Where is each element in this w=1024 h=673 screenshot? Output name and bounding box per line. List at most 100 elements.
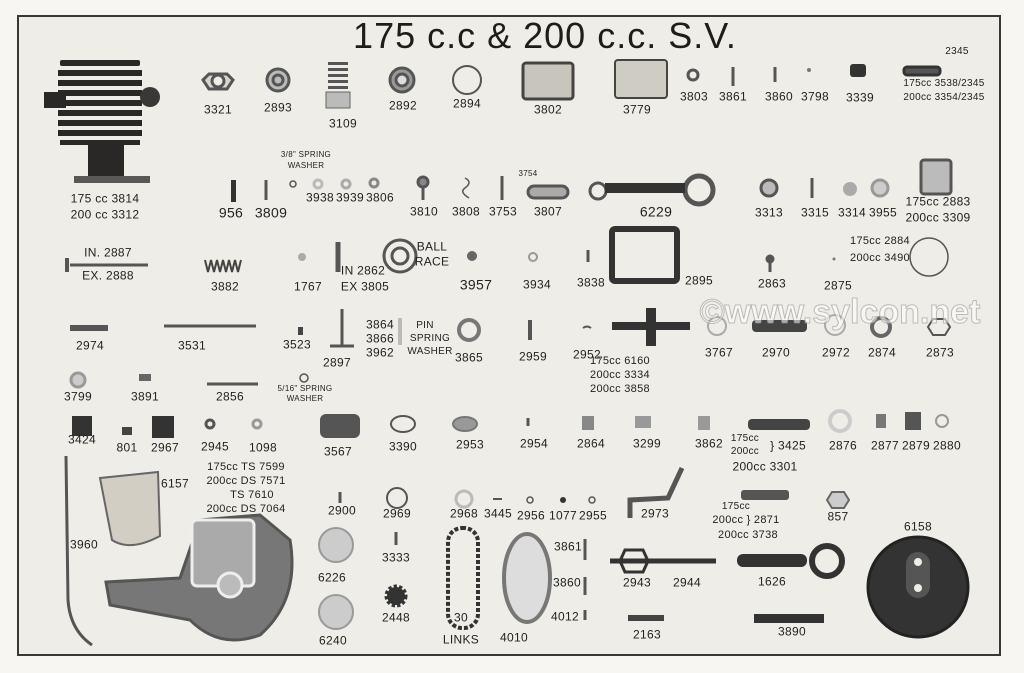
part-number-label: 3864 (366, 317, 394, 332)
part-number-label: 2875 (824, 278, 852, 293)
part-number-label: EX 3805 (340, 279, 390, 294)
part-number-label: 3810 (410, 204, 438, 219)
part-number-label: 3299 (633, 436, 661, 451)
part-number-label: 200cc 3490 (850, 252, 910, 265)
part-number-label: 3754 (518, 168, 538, 178)
part-number-label: 2163 (633, 627, 661, 642)
part-number-label: 175cc 2884 (850, 235, 910, 248)
part-number-label: 200cc 3309 (905, 210, 971, 225)
watermark: ©www.sylcon.net (699, 293, 981, 331)
part-number-label: 3861 (554, 539, 582, 554)
part-number-label: 6157 (161, 476, 189, 491)
part-number-label: EX. 2888 (82, 268, 134, 283)
part-number-label: 2967 (151, 440, 179, 455)
part-number-label: PIN (416, 319, 434, 331)
part-number-label: 3838 (577, 275, 605, 290)
part-number-label: 2973 (641, 506, 669, 521)
part-number-label: SPRING (409, 332, 451, 344)
part-number-label: 3862 (695, 436, 723, 451)
part-number-label: 175cc TS 7599 (207, 461, 285, 474)
part-number-label: 2863 (758, 276, 786, 291)
part-number-label: 3809 (254, 204, 288, 221)
part-number-label: 3890 (778, 624, 806, 639)
part-number-label: 3891 (131, 389, 159, 404)
part-number-label: 175cc 2883 (905, 194, 971, 209)
part-number-label: 200cc 3334 (590, 369, 650, 382)
part-number-label: 175cc (721, 500, 751, 512)
part-number-label: 6226 (318, 570, 346, 585)
part-number-label: 2974 (76, 338, 104, 353)
cylinder-barrel-illustration (44, 60, 160, 183)
part-number-label: 3938 (306, 190, 334, 205)
row2-parts (231, 158, 953, 207)
part-number-label: 3390 (389, 439, 417, 454)
part-number-label: 1098 (249, 440, 277, 455)
part-number-label: 3523 (283, 337, 311, 352)
part-number-label: 2970 (762, 345, 790, 360)
page-title: 175 c.c & 200 c.c. S.V. (353, 15, 737, 57)
part-number-label: 6240 (319, 633, 347, 648)
part-number-label: 2877 (871, 438, 899, 453)
part-number-label: 2874 (868, 345, 896, 360)
part-number-label: 3109 (329, 116, 357, 131)
part-number-label: 2959 (519, 349, 547, 364)
part-number-label: 2954 (520, 436, 548, 451)
part-number-label: 956 (218, 204, 244, 221)
part-number-label: 2943 (623, 575, 651, 590)
part-number-label: 175cc (730, 432, 760, 444)
row3-parts (65, 226, 949, 284)
part-number-label: 200cc 3354/2345 (903, 91, 985, 103)
part-number-label: 3424 (68, 432, 96, 447)
part-number-label: WASHER (407, 345, 453, 357)
part-number-label: } 3425 (770, 438, 806, 453)
part-number-label: 2900 (328, 503, 356, 518)
part-number-label: 3315 (801, 205, 829, 220)
part-number-label: 2895 (685, 273, 713, 288)
part-number-label: 30 (454, 610, 468, 625)
part-number-label: 2944 (673, 575, 701, 590)
part-number-label: 2897 (323, 355, 351, 370)
part-number-label: 2955 (579, 508, 607, 523)
part-number-label: 2968 (450, 506, 478, 521)
part-number-label: 3939 (336, 190, 364, 205)
part-number-label: 3865 (455, 350, 483, 365)
part-number-label: 3802 (534, 102, 562, 117)
part-number-label: 1077 (549, 508, 577, 523)
part-number-label: 2864 (577, 436, 605, 451)
row1-parts (201, 59, 942, 101)
part-number-label: IN 2862 (340, 263, 386, 278)
part-number-label: 6158 (904, 519, 932, 534)
part-number-label: 200cc 3858 (590, 383, 650, 396)
part-number-label: 3799 (64, 389, 92, 404)
part-number-label: 3314 (838, 205, 866, 220)
part-number-label: LINKS (442, 632, 480, 647)
part-number-label: 3955 (869, 205, 897, 220)
part-number-label: 2952 (573, 347, 601, 362)
part-number-label: 3934 (523, 277, 551, 292)
part-number-label: WASHER (287, 160, 325, 170)
part-number-label: 3866 (366, 331, 394, 346)
part-number-label: 2972 (822, 345, 850, 360)
part-number-label: 200cc (730, 445, 760, 457)
part-number-label: 3767 (705, 345, 733, 360)
part-number-label: BALL (416, 239, 448, 254)
part-number-label: 175 cc 3814 (70, 191, 140, 206)
part-number-label: 2945 (201, 439, 229, 454)
part-number-label: 5/16" SPRING (277, 383, 333, 393)
part-number-label: 200cc 3301 (732, 459, 798, 474)
part-number-label: 3531 (178, 338, 206, 353)
part-number-label: 4010 (500, 630, 528, 645)
part-number-label: 857 (827, 509, 849, 524)
part-number-label: WASHER (286, 393, 324, 403)
part-number-label: 175cc 6160 (590, 355, 650, 368)
row4-parts (70, 308, 952, 348)
part-number-label: 2880 (933, 438, 961, 453)
part-number-label: 3808 (452, 204, 480, 219)
part-number-label: 3860 (765, 89, 793, 104)
part-number-label: 3321 (204, 102, 232, 117)
part-number-label: 3753 (489, 204, 517, 219)
part-number-label: 200cc } 2871 (712, 514, 780, 527)
part-number-label: 3962 (366, 345, 394, 360)
part-number-label: 200cc 3738 (718, 529, 778, 542)
